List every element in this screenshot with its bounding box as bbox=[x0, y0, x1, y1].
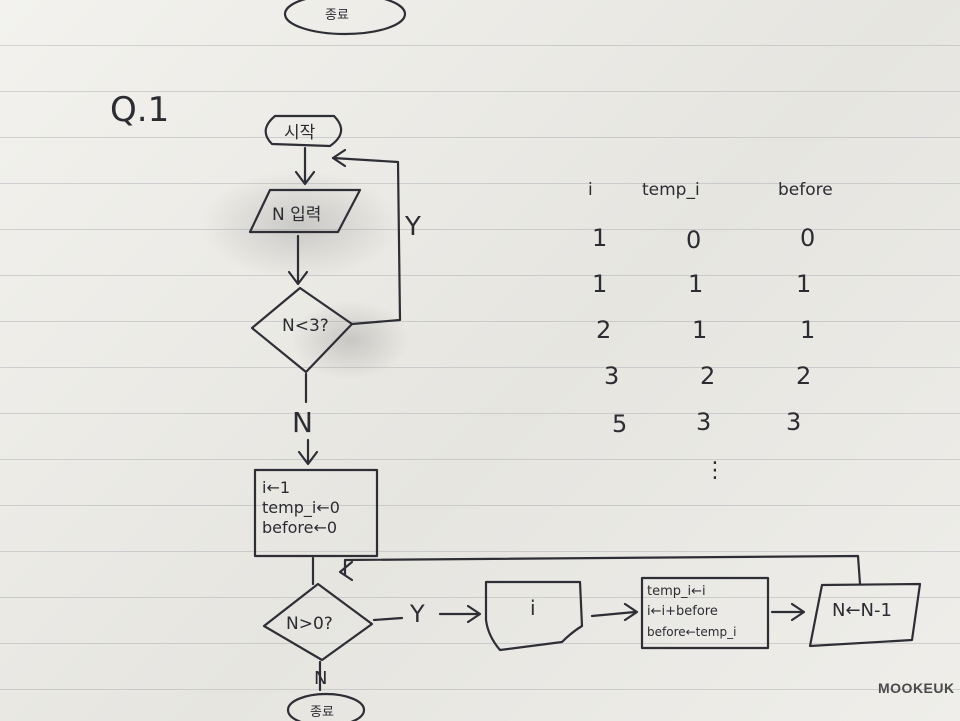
table-cell: 1 bbox=[592, 270, 608, 298]
print-label: i bbox=[530, 596, 536, 620]
table-cell: 0 bbox=[686, 226, 702, 254]
table-cell: 5 bbox=[612, 410, 628, 438]
start-terminal-shape bbox=[264, 114, 343, 148]
table-cell: 2 bbox=[596, 316, 612, 344]
end-terminal-shape bbox=[286, 692, 366, 721]
small-n-check-label: N<3? bbox=[282, 316, 329, 336]
init-line: i←1 bbox=[262, 478, 291, 497]
end-terminal-top-shape bbox=[283, 0, 407, 36]
no-label: N bbox=[314, 668, 328, 689]
start-label: 시작 bbox=[284, 123, 316, 143]
table-cell: 1 bbox=[592, 224, 608, 252]
init-process-box bbox=[253, 468, 379, 558]
decrement-process-box bbox=[808, 582, 922, 648]
table-cell: 0 bbox=[800, 224, 816, 252]
update-line: temp_i←i bbox=[647, 584, 706, 599]
table-cell: 3 bbox=[604, 362, 620, 390]
init-line: temp_i←0 bbox=[262, 498, 340, 517]
table-header-i: i bbox=[588, 180, 593, 200]
table-continuation: ⋮ bbox=[704, 458, 726, 483]
table-cell: 3 bbox=[696, 408, 712, 436]
table-cell: 1 bbox=[692, 316, 708, 344]
update-line: i←i+before bbox=[647, 604, 718, 619]
table-cell: 2 bbox=[700, 362, 716, 390]
table-cell: 1 bbox=[688, 270, 704, 298]
watermark-logo: MOOKEUK bbox=[878, 680, 955, 696]
loop-yes-label: Y bbox=[405, 212, 421, 242]
no-branch-label: N bbox=[292, 406, 313, 439]
print-display-shape bbox=[484, 580, 584, 652]
decision-diamond-small bbox=[250, 286, 354, 374]
decrement-label: N←N-1 bbox=[832, 600, 892, 621]
problem-label: Q.1 bbox=[110, 90, 170, 130]
table-cell: 1 bbox=[800, 316, 816, 344]
pencil-smudge bbox=[200, 170, 400, 280]
table-cell: 1 bbox=[796, 270, 812, 298]
decision-diamond-loop bbox=[262, 582, 374, 662]
end-label: 종료 bbox=[310, 705, 334, 720]
input-parallelogram bbox=[248, 188, 362, 234]
init-box-text: i←1 temp_i←0 before←0 bbox=[262, 478, 340, 538]
init-line: before←0 bbox=[262, 518, 338, 537]
update-process-box bbox=[640, 576, 770, 650]
update-box-text: temp_i←i i←i+before before←temp_i bbox=[647, 582, 736, 642]
yes-label: Y bbox=[410, 600, 425, 628]
table-header-before: before bbox=[778, 180, 833, 200]
loop-check-label: N>0? bbox=[286, 614, 333, 634]
input-label: N 입력 bbox=[272, 205, 322, 225]
top-end-terminal-label: 종료 bbox=[325, 8, 349, 23]
table-cell: 3 bbox=[786, 408, 802, 436]
table-cell: 2 bbox=[796, 362, 812, 390]
table-header-temp-i: temp_i bbox=[642, 180, 700, 200]
update-line: before←temp_i bbox=[647, 625, 737, 639]
